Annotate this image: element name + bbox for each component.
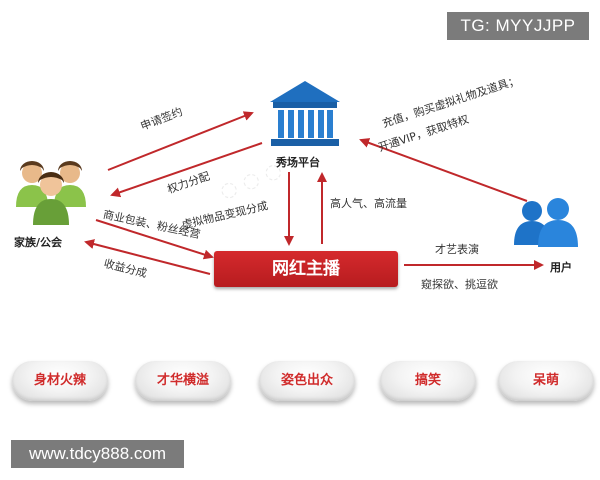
arrow-platform-to-family <box>110 142 263 198</box>
trait-pill: 才华横溢 <box>135 361 231 401</box>
host-box: 网红主播 <box>214 251 398 287</box>
platform-label: 秀场平台 <box>276 156 320 169</box>
arrow-user-to-platform <box>359 138 528 202</box>
tg-badge: TG: MYYJJPP <box>447 12 589 40</box>
arrow-host-to-family <box>84 239 211 275</box>
family-label: 家族/公会 <box>14 236 63 249</box>
label-popularity: 高人气、高流量 <box>330 197 407 210</box>
platform-building-icon <box>270 81 340 146</box>
user-label: 用户 <box>550 261 572 274</box>
url-badge: www.tdcy888.com <box>11 440 184 468</box>
trait-pill: 呆萌 <box>498 361 594 401</box>
trait-pill: 搞笑 <box>380 361 476 401</box>
user-group-icon <box>514 198 578 247</box>
label-talent-show: 才艺表演 <box>435 243 479 256</box>
trait-pill: 身材火辣 <box>12 361 108 401</box>
arrow-family-to-host <box>95 219 214 260</box>
label-voyeur: 窥探欲、挑逗欲 <box>421 278 498 291</box>
family-group-icon <box>16 161 86 225</box>
trait-pill: 姿色出众 <box>259 361 355 401</box>
arrow-family-to-platform <box>107 111 254 171</box>
